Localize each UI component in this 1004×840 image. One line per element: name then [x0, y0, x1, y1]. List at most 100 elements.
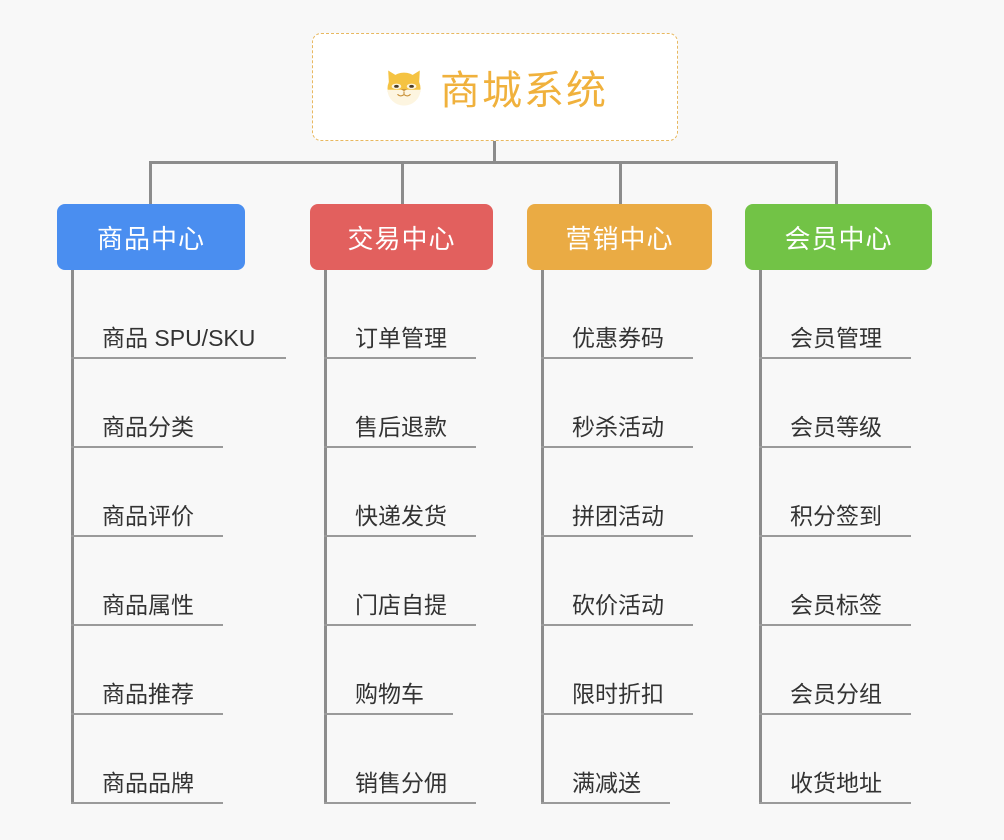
- leaf-item[interactable]: 会员等级: [745, 359, 932, 448]
- leaf-item-label: 限时折扣: [572, 681, 664, 707]
- leaf-item-label: 门店自提: [355, 592, 447, 618]
- leaf-item[interactable]: 商品属性: [57, 537, 245, 626]
- connector-stem: [493, 141, 496, 163]
- leaf-item[interactable]: 收货地址: [745, 715, 932, 804]
- leaf-item[interactable]: 快递发货: [310, 448, 493, 537]
- leaf-item-rule: [71, 446, 223, 448]
- leaf-item-rule: [759, 624, 911, 626]
- leaf-item[interactable]: 满减送: [527, 715, 712, 804]
- branch-header-label: 交易中心: [347, 223, 456, 254]
- leaf-item[interactable]: 会员标签: [745, 537, 932, 626]
- leaf-item-label: 满减送: [572, 770, 641, 796]
- leaf-item-label: 订单管理: [355, 325, 447, 351]
- leaf-item-rule: [541, 535, 693, 537]
- leaf-item-label: 积分签到: [790, 503, 882, 529]
- leaf-item-rule: [71, 535, 223, 537]
- connector-drop-4: [835, 161, 838, 204]
- leaf-item-rule: [324, 357, 476, 359]
- leaf-item[interactable]: 销售分佣: [310, 715, 493, 804]
- leaf-item-rule: [324, 713, 453, 715]
- leaf-item-rule: [759, 535, 911, 537]
- leaf-item[interactable]: 砍价活动: [527, 537, 712, 626]
- leaf-item-label: 销售分佣: [355, 770, 447, 796]
- connector-drop-1: [149, 161, 152, 204]
- root-node[interactable]: 商城系统: [312, 33, 678, 141]
- leaf-item[interactable]: 商品评价: [57, 448, 245, 537]
- leaf-item-label: 商品推荐: [102, 681, 194, 707]
- branch-member-center: 会员中心会员管理会员等级积分签到会员标签会员分组收货地址: [745, 204, 932, 804]
- connector-drop-3: [619, 161, 622, 204]
- leaf-item-rule: [759, 802, 911, 804]
- leaf-item-label: 会员分组: [790, 681, 882, 707]
- leaf-item-label: 商品 SPU/SKU: [102, 325, 256, 351]
- leaf-item[interactable]: 门店自提: [310, 537, 493, 626]
- leaf-item-label: 砍价活动: [572, 592, 664, 618]
- leaf-item-rule: [541, 713, 693, 715]
- dog-face-icon: [382, 65, 426, 109]
- connector-bar: [149, 161, 835, 164]
- leaf-item-label: 秒杀活动: [572, 414, 664, 440]
- leaf-item[interactable]: 秒杀活动: [527, 359, 712, 448]
- leaf-item-label: 商品品牌: [102, 770, 194, 796]
- leaf-item-label: 会员管理: [790, 325, 882, 351]
- leaf-item-label: 快递发货: [355, 503, 447, 529]
- leaf-item[interactable]: 购物车: [310, 626, 493, 715]
- branch-header-marketing-center[interactable]: 营销中心: [527, 204, 712, 270]
- leaf-item-label: 拼团活动: [572, 503, 664, 529]
- leaf-item[interactable]: 售后退款: [310, 359, 493, 448]
- branch-header-label: 会员中心: [784, 223, 893, 254]
- leaf-item-rule: [71, 802, 223, 804]
- branch-spine-trade-center: [324, 270, 327, 804]
- leaf-list-product-center: 商品 SPU/SKU 商品分类商品评价商品属性商品推荐商品品牌: [57, 270, 286, 804]
- leaf-item-label: 购物车: [355, 681, 424, 707]
- branch-trade-center: 交易中心订单管理售后退款快递发货门店自提购物车销售分佣: [310, 204, 493, 804]
- branch-header-product-center[interactable]: 商品中心: [57, 204, 245, 270]
- leaf-item-rule: [324, 535, 476, 537]
- leaf-item[interactable]: 订单管理: [310, 270, 493, 359]
- leaf-item[interactable]: 积分签到: [745, 448, 932, 537]
- connector-drop-2: [401, 161, 404, 204]
- leaf-item-rule: [324, 446, 476, 448]
- leaf-item-rule: [71, 624, 223, 626]
- leaf-item-label: 会员标签: [790, 592, 882, 618]
- leaf-item-label: 收货地址: [790, 770, 882, 796]
- leaf-item-label: 商品分类: [102, 414, 194, 440]
- branch-header-member-center[interactable]: 会员中心: [745, 204, 932, 270]
- root-title: 商城系统: [440, 69, 608, 113]
- branch-spine-marketing-center: [541, 270, 544, 804]
- leaf-item-label: 会员等级: [790, 414, 882, 440]
- leaf-item-rule: [71, 357, 286, 359]
- leaf-list-trade-center: 订单管理售后退款快递发货门店自提购物车销售分佣: [310, 270, 493, 804]
- branch-header-label: 营销中心: [565, 223, 674, 254]
- leaf-item[interactable]: 会员分组: [745, 626, 932, 715]
- branch-product-center: 商品中心商品 SPU/SKU 商品分类商品评价商品属性商品推荐商品品牌: [57, 204, 286, 804]
- leaf-item[interactable]: 拼团活动: [527, 448, 712, 537]
- leaf-item[interactable]: 商品推荐: [57, 626, 245, 715]
- leaf-item-label: 商品评价: [102, 503, 194, 529]
- leaf-item[interactable]: 优惠券码: [527, 270, 712, 359]
- leaf-item-rule: [541, 357, 693, 359]
- leaf-item[interactable]: 商品品牌: [57, 715, 245, 804]
- leaf-list-member-center: 会员管理会员等级积分签到会员标签会员分组收货地址: [745, 270, 932, 804]
- leaf-item-label: 售后退款: [355, 414, 447, 440]
- leaf-item[interactable]: 商品分类: [57, 359, 245, 448]
- leaf-item-label: 优惠券码: [572, 325, 664, 351]
- leaf-item-rule: [541, 446, 693, 448]
- leaf-item[interactable]: 商品 SPU/SKU: [57, 270, 286, 359]
- branch-header-label: 商品中心: [96, 223, 205, 254]
- leaf-item[interactable]: 会员管理: [745, 270, 932, 359]
- leaf-item-rule: [759, 357, 911, 359]
- leaf-list-marketing-center: 优惠券码秒杀活动拼团活动砍价活动限时折扣满减送: [527, 270, 712, 804]
- leaf-item-rule: [759, 446, 911, 448]
- leaf-item-rule: [71, 713, 223, 715]
- leaf-item-rule: [324, 802, 476, 804]
- branch-spine-product-center: [71, 270, 74, 804]
- branch-header-trade-center[interactable]: 交易中心: [310, 204, 493, 270]
- leaf-item-rule: [759, 713, 911, 715]
- leaf-item-label: 商品属性: [102, 592, 194, 618]
- leaf-item-rule: [324, 624, 476, 626]
- leaf-item-rule: [541, 802, 670, 804]
- leaf-item-rule: [541, 624, 693, 626]
- leaf-item[interactable]: 限时折扣: [527, 626, 712, 715]
